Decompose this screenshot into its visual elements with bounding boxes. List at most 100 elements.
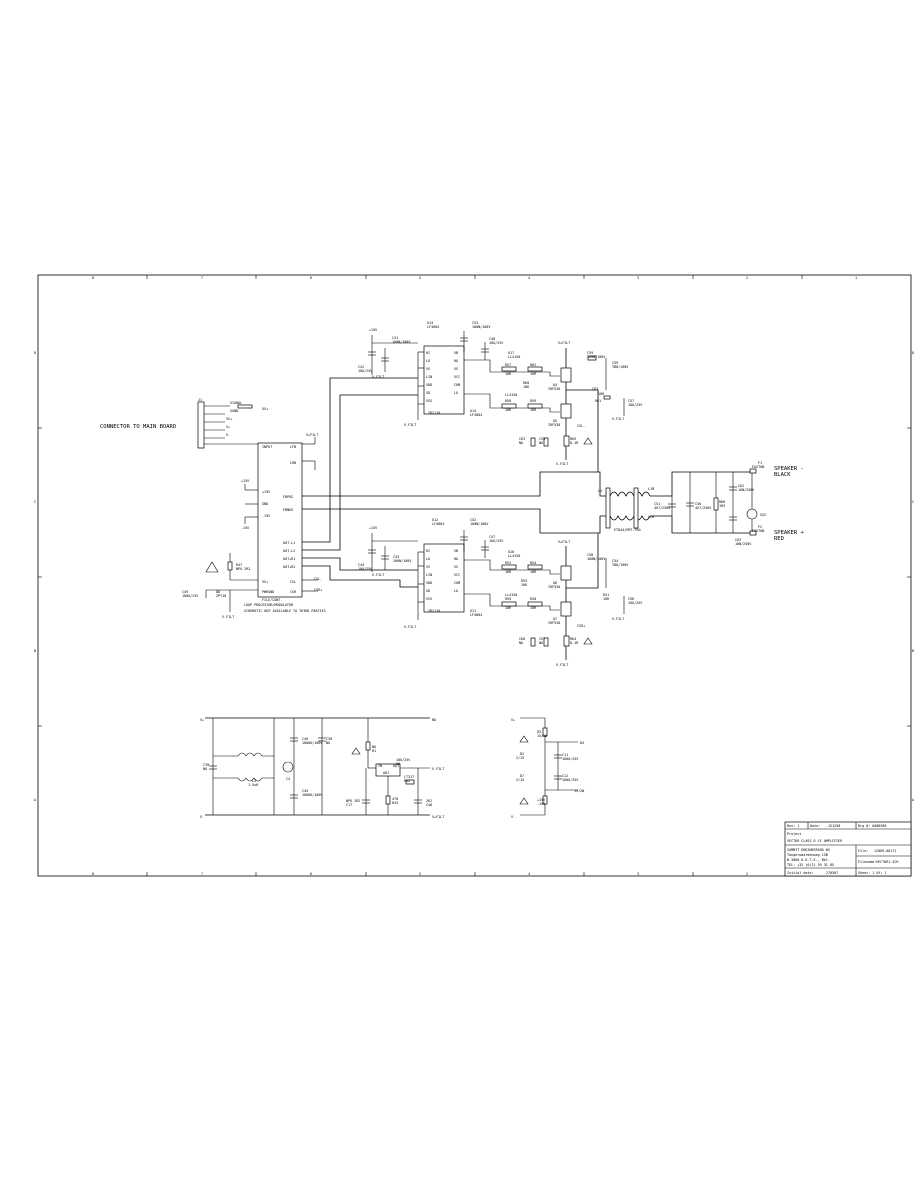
svg-text:NPO 2R2: NPO 2R2 [236, 567, 250, 571]
pin-label: LRB [290, 461, 296, 465]
pin-label: FBNEG [283, 508, 293, 512]
part-value: 0.1R [570, 641, 579, 645]
connector-title: CONNECTOR TO MAIN BOARD [100, 424, 176, 430]
part-ref: 10U/25V [396, 758, 410, 762]
svg-text:VS: VS [454, 565, 458, 569]
part-ref: R65 [570, 437, 576, 441]
part-value: 2/15 [516, 756, 524, 760]
net-label: D4 [580, 741, 584, 745]
part-value: IRF530 [548, 387, 560, 391]
pin-label: OUT-L2 [283, 549, 295, 553]
part-value: 100N/100V [587, 557, 605, 561]
part-value: R45 [404, 779, 410, 783]
pin-label: OUT-L1 [283, 541, 295, 545]
part-ref: R53 [521, 579, 527, 583]
part-ref: C63 [735, 538, 741, 542]
part-ref: R58 [505, 399, 511, 403]
svg-text:VSS: VSS [426, 399, 432, 403]
svg-text:VB: VB [454, 549, 458, 553]
part-ref: U14 [470, 409, 476, 413]
block-note: SCHEMATIC NOT AVAILABLE TO THIRD PARTIES [244, 609, 326, 613]
part-value: IRF530 [548, 621, 560, 625]
part-ref: R62 [530, 363, 536, 367]
part-value: 10R [530, 408, 537, 412]
part-ref: F1 [758, 461, 762, 465]
part-value: R43 [392, 801, 398, 805]
company-city: B-3000 D.D.T.E., Bel. [787, 858, 830, 862]
part-value: 10U/25V [628, 403, 642, 407]
part-value: 10U/25V [358, 369, 372, 373]
part-ref: C12 [562, 774, 568, 778]
svg-text:HO: HO [454, 359, 458, 363]
net-label: NO [432, 718, 436, 722]
svg-text:100U/25V: 100U/25V [182, 594, 198, 598]
svg-text:L1B: L1B [648, 487, 654, 491]
pin-label: V- [226, 433, 230, 437]
part-ref: L1 [598, 489, 602, 493]
part-value: 1R5 [719, 504, 725, 508]
part-value: FASTON [752, 529, 764, 533]
part-value: NO [539, 441, 543, 445]
part-value: 15/2W [537, 734, 548, 738]
svg-text:VS: VS [426, 565, 430, 569]
pin-label: CSL [290, 580, 296, 584]
part-value: 10U/25V [489, 341, 503, 345]
part-value: IRF530 [548, 423, 560, 427]
svg-text:V-FILT: V-FILT [372, 375, 384, 379]
part-ref: Q5 [553, 419, 557, 423]
net-label: V-FILT [556, 663, 568, 667]
part-value: 10R [505, 408, 512, 412]
grid-col-label: 4 [528, 276, 530, 280]
svg-text:V-FILT: V-FILT [372, 573, 384, 577]
grid-bottom: 8 7 6 5 4 3 2 1 [92, 872, 857, 876]
svg-text:LL4150: LL4150 [508, 355, 520, 359]
file-value: 12069-00171 [874, 849, 896, 853]
svg-text:HI: HI [426, 549, 430, 553]
speaker-pos-label: SPEAKER + [774, 530, 804, 536]
part-ref: LT317 [404, 775, 414, 779]
part-value: 2/15 [516, 778, 524, 782]
part-ref: C48 [489, 337, 495, 341]
svg-text:SD: SD [426, 589, 430, 593]
part-ref: U11 [470, 609, 476, 613]
driver-label: IR2110 [428, 609, 440, 613]
speaker-pos-color: RED [774, 536, 784, 542]
svg-text:LL4150: LL4150 [505, 393, 517, 397]
grid-col-label: 5 [419, 276, 421, 280]
svg-text:VS: VS [426, 367, 430, 371]
part-ref: D7 [520, 774, 524, 778]
grid-col-label: 1 [855, 276, 857, 280]
project-label: Project [787, 832, 801, 836]
part-value: 10R [530, 372, 537, 376]
svg-text:SD: SD [426, 391, 430, 395]
speaker-neg-label: SPEAKER - [774, 466, 804, 472]
part-ref: C59 [587, 351, 593, 355]
part-value: NO [519, 441, 523, 445]
part-ref: C11 [562, 753, 568, 757]
aux-supply: V+ V- D3 15/2W +15V -15V D4 15/2W C11 10… [511, 717, 585, 819]
part-ref: +15V [537, 798, 545, 802]
pin-label: -15V [262, 514, 270, 518]
part-value: 4U7/250V [695, 506, 711, 510]
net-label: CSR+ [577, 624, 585, 628]
net-label: V+FILT [558, 341, 570, 345]
filename-value: VECTOR1.SCH [876, 860, 898, 864]
grid-row-label: B [34, 649, 36, 653]
grid-top: 8 7 6 5 4 3 2 1 [92, 275, 857, 280]
grid-col-label: 2 [746, 276, 748, 280]
part-ref: C42 [358, 365, 364, 369]
part-value: 100U/25V [562, 757, 578, 761]
svg-text:TBD/100V: TBD/100V [612, 563, 628, 567]
part-ref: 2K2 [426, 799, 432, 803]
grid-row-label: C [34, 500, 36, 504]
part-ref: C60 [519, 637, 525, 641]
pin-label: FBPOS [283, 495, 293, 499]
part-value: 10R [505, 570, 512, 574]
grid-row-label: C [912, 500, 914, 504]
net-label: V+FILT [432, 815, 444, 819]
part-value: LF4004 [470, 413, 482, 417]
part-ref: C4 [286, 777, 290, 781]
